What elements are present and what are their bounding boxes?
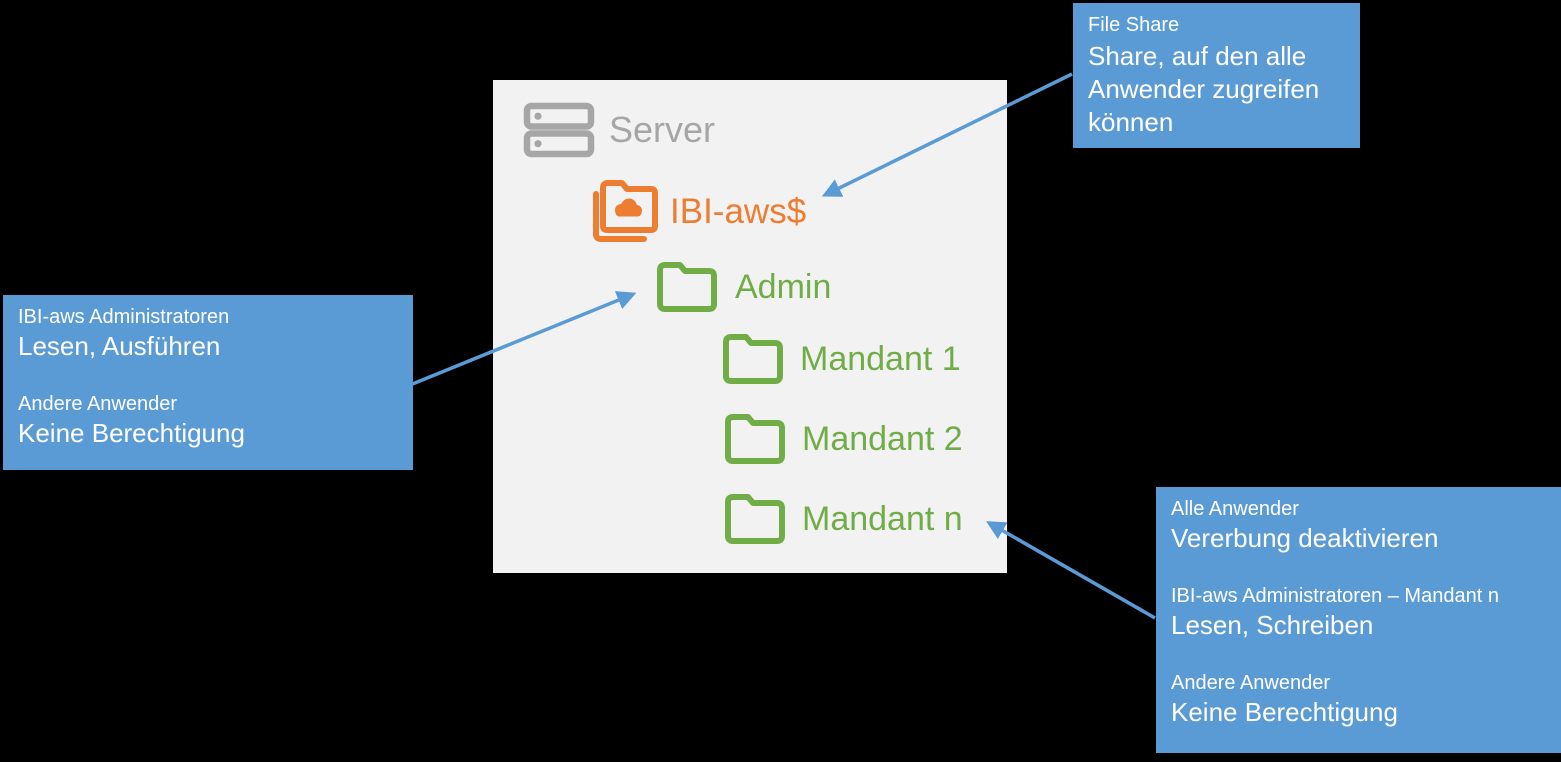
folder-icon [723, 334, 783, 384]
tree-row-mandant-2: Mandant 2 [724, 413, 963, 465]
server-icon [523, 102, 595, 158]
shared-folder-cloud-icon [593, 180, 658, 242]
annotation-title: File Share [1088, 14, 1180, 36]
folder-icon [725, 414, 785, 464]
arrow-connector-mandant-n [985, 521, 1156, 620]
group-permission: Lesen, Ausführen [18, 331, 221, 361]
spacer [18, 363, 401, 391]
annotation-mandant-permissions: Alle Anwender Vererbung deaktivieren IBI… [1156, 487, 1561, 753]
mandant-2-label: Mandant 2 [802, 420, 963, 458]
group-label: Andere Anwender [1171, 672, 1331, 694]
folder-icon [657, 262, 717, 312]
group-label: IBI-aws Administratoren [18, 306, 230, 328]
annotation-body: Share, auf den alle Anwender zugreifen k… [1088, 41, 1320, 137]
group-label: Alle Anwender [1171, 498, 1299, 520]
tree-row-mandant-n: Mandant n [724, 493, 963, 545]
group-permission: Lesen, Schreiben [1171, 610, 1374, 640]
group-permission: Keine Berechtigung [18, 418, 245, 448]
tree-row-server: Server [523, 102, 715, 158]
mandant-n-label: Mandant n [802, 500, 963, 538]
cloud-icon [615, 198, 642, 217]
mandant-1-label: Mandant 1 [800, 340, 961, 378]
group-label: IBI-aws Administratoren – Mandant n [1171, 585, 1499, 607]
tree-row-admin: Admin [656, 261, 831, 313]
admin-label: Admin [735, 268, 832, 306]
share-label: IBI-aws$ [670, 191, 807, 231]
annotation-admin-permissions: IBI-aws Administratoren Lesen, Ausführen… [3, 295, 413, 470]
group-label: Andere Anwender [18, 393, 178, 415]
group-permission: Keine Berechtigung [1171, 697, 1398, 727]
annotation-file-share: File Share Share, auf den alle Anwender … [1073, 3, 1360, 148]
folder-icon [725, 494, 785, 544]
server-label: Server [609, 109, 716, 150]
tree-row-mandant-1: Mandant 1 [722, 333, 961, 385]
tree-row-share: IBI-aws$ [590, 178, 806, 244]
group-permission: Vererbung deaktivieren [1171, 523, 1439, 553]
spacer [1171, 555, 1549, 583]
spacer [1171, 642, 1549, 670]
